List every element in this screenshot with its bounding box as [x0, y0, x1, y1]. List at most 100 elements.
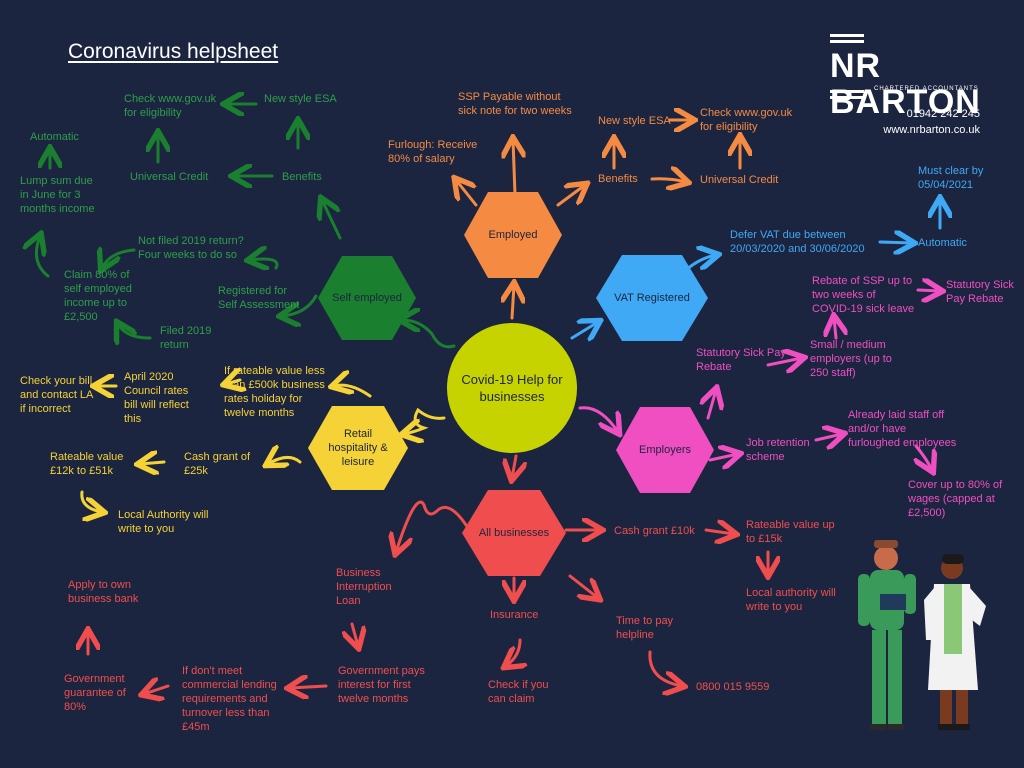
arrow-retail-rateable — [334, 385, 372, 398]
contact-block: 01942 242 245 www.nrbarton.co.uk — [880, 106, 980, 138]
arrow-employed-furlough — [456, 180, 478, 207]
arrow-bil-govpays — [352, 622, 358, 646]
arrow-rebate-ssp2 — [916, 290, 940, 291]
employers-rebate-ssp: Rebate of SSP up to two weeks of COVID-1… — [812, 275, 915, 315]
self-benefits: Benefits — [282, 171, 322, 183]
arrow-govpays-ifdont — [290, 686, 328, 688]
page-title: Coronavirus helpsheet — [68, 40, 279, 63]
all-time-to-pay: Time to pay helpline — [616, 615, 674, 641]
employers-already-laid: Already laid staff off and/or have furlo… — [848, 409, 957, 449]
all-check-claim: Check if you can claim — [488, 679, 549, 705]
all-rateable: Rateable value up to £15k — [746, 519, 835, 545]
all-apply: Apply to own business bank — [68, 579, 139, 605]
arrow-insurance-check — [506, 638, 520, 666]
all-bil: Business Interruption Loan — [336, 567, 392, 607]
vat-must-clear: Must clear by 05/04/2021 — [918, 165, 984, 191]
hex-retail — [308, 406, 408, 490]
arrow-vat-defer — [684, 255, 716, 272]
hex-vat-registered — [596, 255, 708, 341]
arrow-all-bil — [396, 500, 470, 552]
arrow-claim-lump — [36, 236, 50, 278]
arrow-all-time — [568, 574, 598, 598]
hex-employed — [464, 192, 562, 278]
retail-local-authority: Local Authority will write to you — [118, 509, 209, 535]
arrow-ifdont-guarantee — [144, 686, 170, 694]
hub-covid-help: Covid-19 Help for businesses — [447, 323, 577, 453]
arrow-small-rebate — [834, 318, 836, 340]
arrow-employers-jrs — [708, 454, 738, 460]
retail-cash-grant: Cash grant of £25k — [184, 451, 251, 477]
vat-defer: Defer VAT due between 20/03/2020 and 30/… — [730, 229, 865, 255]
self-uc: Universal Credit — [130, 171, 209, 183]
hex-all-businesses — [462, 490, 566, 576]
self-registered: Registered for Self Assessment — [218, 285, 300, 311]
employers-cover: Cover up to 80% of wages (capped at £2,5… — [908, 479, 1003, 519]
hex-label-employed: Employed — [488, 229, 538, 241]
all-phone: 0800 015 9559 — [696, 681, 770, 693]
employers-ssp-rebate: Statutory Sick Pay Rebate — [696, 347, 786, 373]
self-claim: Claim 80% of self employed income up to … — [64, 269, 132, 323]
arrow-hub-employers — [578, 406, 618, 432]
arrow-filed-claim — [118, 324, 152, 338]
arrow-rateable-april — [226, 380, 240, 384]
arrow-benefits-uc — [650, 179, 686, 182]
arrow-employed-ssp — [513, 140, 515, 197]
hex-label-employers: Employers — [639, 444, 691, 456]
contact-website: www.nrbarton.co.uk — [883, 124, 980, 136]
all-local-authority: Local authority will write to you — [746, 587, 836, 613]
arrow-time-phone — [648, 650, 682, 686]
arrow-self-benefits — [322, 200, 342, 240]
retail-check-bill: Check your bill and contact LA if incorr… — [20, 375, 93, 415]
arrow-employers-ssp — [708, 390, 716, 420]
arrow-rateable-local-retail — [80, 490, 102, 512]
self-check: Check www.gov.uk for eligibility — [124, 93, 217, 119]
employed-check: Check www.gov.uk for eligibility — [700, 107, 793, 133]
retail-rateable-range: Rateable value £12k to £51k — [50, 451, 124, 477]
logo-tagline: CHARTERED ACCOUNTANTS — [874, 86, 979, 92]
arrow-ssp-small — [766, 358, 802, 365]
retail-rateable-less: If rateable value less than £500k busine… — [224, 365, 325, 419]
arrow-self-registered — [282, 294, 318, 316]
all-cash-grant: Cash grant £10k — [614, 525, 695, 537]
logo-wordmark: NR BARTON — [830, 47, 981, 121]
employers-small-medium: Small / medium employers (up to 250 staf… — [810, 339, 892, 379]
self-lump-sum: Lump sum due in June for 3 months income — [20, 175, 95, 215]
arrow-notfiled-claim — [102, 250, 136, 268]
self-not-filed: Not filed 2019 return? Four weeks to do … — [138, 235, 244, 261]
hex-label-self-employed: Self employed — [332, 292, 402, 304]
all-insurance: Insurance — [490, 609, 539, 621]
nr-barton-logo: NR BARTON CHARTERED ACCOUNTANTS — [830, 34, 980, 120]
self-esa: New style ESA — [264, 93, 337, 105]
arrow-already-cover — [916, 444, 932, 470]
arrow-hub-all — [512, 454, 516, 478]
hex-employers — [616, 407, 714, 493]
employed-furlough: Furlough: Receive 80% of salary — [388, 139, 478, 165]
all-gov-pays: Government pays interest for first twelv… — [338, 665, 425, 705]
self-automatic: Automatic — [30, 131, 79, 143]
hex-label-all-businesses: All businesses — [478, 527, 550, 539]
vat-automatic: Automatic — [918, 237, 967, 249]
all-gov-guarantee: Government guarantee of 80% — [64, 673, 126, 713]
self-filed: Filed 2019 return — [160, 325, 212, 351]
employers-ssp-rebate-2: Statutory Sick Pay Rebate — [946, 279, 1014, 305]
retail-april: April 2020 Council rates bill will refle… — [124, 371, 189, 425]
arrow-jrs-already — [814, 434, 842, 440]
arrow-cashgrant-rateable — [704, 530, 734, 534]
arrow-hub-retail — [404, 407, 446, 434]
arrow-hub-self — [402, 320, 456, 349]
employed-esa: New style ESA — [598, 115, 671, 127]
arrow-defer-automatic — [878, 242, 912, 243]
employed-uc: Universal Credit — [700, 174, 779, 186]
hex-label-retail: Retail hospitality & leisure — [328, 428, 388, 468]
arrow-cashgrant-rateable-range — [140, 462, 166, 464]
contact-phone: 01942 242 245 — [906, 108, 980, 120]
employed-benefits: Benefits — [598, 173, 638, 185]
arrow-retail-cashgrant — [268, 457, 302, 464]
arrow-employed-benefits — [556, 185, 585, 207]
doctors-illustration — [858, 540, 986, 730]
hex-label-vat: VAT Registered — [614, 292, 690, 304]
employers-job-retention: Job retention scheme — [746, 437, 810, 463]
all-if-dont: If don't meet commercial lending require… — [182, 665, 277, 733]
hub-label: Covid-19 Help for businesses — [461, 372, 563, 404]
